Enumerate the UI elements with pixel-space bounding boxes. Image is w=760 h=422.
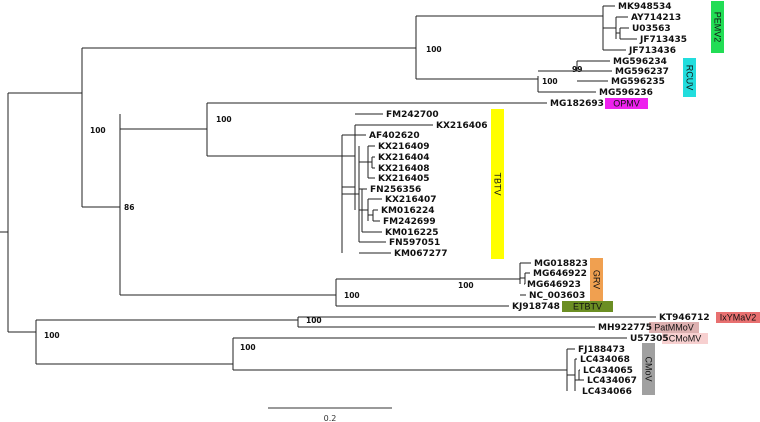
leaf-label: KX216406	[436, 121, 488, 131]
leaf-label: LC434065	[583, 366, 633, 376]
leaf-label: U57305	[630, 334, 669, 344]
leaf-label: FN597051	[389, 238, 440, 248]
bootstrap-value: 100	[542, 77, 558, 86]
clade-label: CMoMV	[669, 334, 702, 344]
leaf-label: MG596235	[611, 77, 665, 87]
clade-bar	[642, 343, 655, 395]
bootstrap-value: 99	[572, 65, 582, 74]
leaf-labels: MK948534AY714213U03563JF713435JF713436MG…	[369, 2, 710, 397]
tree-branches	[0, 5, 656, 391]
bootstrap-value: 100	[44, 331, 60, 340]
clade-label: TBTV	[493, 172, 503, 195]
clade-label: PEMV2	[713, 12, 723, 43]
leaf-label: KM016225	[385, 228, 439, 238]
clade-bar	[605, 98, 648, 109]
leaf-label: U03563	[632, 24, 671, 34]
leaf-label: AF402620	[369, 131, 420, 141]
clade-label: PatMMoV	[654, 323, 694, 333]
bootstrap-value: 100	[458, 281, 474, 290]
clade-label: IxYMaV2	[720, 313, 757, 323]
leaf-label: MG596237	[615, 67, 669, 77]
leaf-label: MG182693	[550, 99, 604, 109]
scale-bar-label: 0.2	[324, 414, 337, 422]
leaf-label: KX216405	[378, 174, 430, 184]
clade-bars: PEMV2RCUVOPMVTBTVGRVETBTVIxYMaV2PatMMoVC…	[491, 1, 760, 395]
leaf-label: KX216407	[385, 195, 437, 205]
leaf-label: MG596236	[599, 88, 653, 98]
leaf-label: JF713436	[628, 46, 676, 56]
leaf-label: JF713435	[639, 35, 687, 45]
leaf-label: FM242700	[386, 110, 439, 120]
leaf-label: LC434067	[587, 376, 637, 386]
bootstrap-value: 100	[344, 291, 360, 300]
clade-label: CMoV	[644, 356, 654, 381]
clade-label: ETBTV	[573, 302, 602, 312]
clade-bar	[662, 333, 708, 344]
leaf-label: LC434066	[582, 387, 632, 397]
leaf-label: FN256356	[370, 185, 421, 195]
bootstrap-value: 100	[240, 343, 256, 352]
clade-bar	[716, 312, 760, 323]
leaf-label: KX216404	[378, 153, 430, 163]
bootstrap-value: 100	[90, 126, 106, 135]
bootstrap-value: 86	[124, 203, 134, 212]
clade-bar	[590, 258, 603, 301]
leaf-label: LC434068	[580, 355, 630, 365]
clade-bar	[491, 109, 504, 259]
clade-label: OPMV	[613, 99, 640, 109]
leaf-label: KX216409	[378, 142, 430, 152]
bootstrap-value: 100	[426, 45, 442, 54]
clade-bar	[683, 58, 696, 97]
leaf-label: MG018823	[534, 259, 588, 269]
bootstrap-labels: 100 99 100 100 100 86 100 100 100 100 100	[44, 45, 582, 352]
leaf-label: MG646923	[527, 280, 581, 290]
clade-bar	[649, 322, 699, 333]
clade-label: GRV	[592, 270, 602, 289]
leaf-label: KM016224	[381, 206, 435, 216]
clade-bar	[711, 1, 724, 53]
leaf-label: MG596234	[613, 57, 667, 67]
leaf-label: KJ918748	[512, 302, 560, 312]
bootstrap-value: 100	[216, 115, 232, 124]
clade-label: RCUV	[685, 65, 695, 91]
leaf-label: KT946712	[659, 313, 710, 323]
leaf-label: MH922775	[598, 323, 652, 333]
clade-bar	[562, 301, 613, 312]
leaf-label: FJ188473	[578, 345, 625, 355]
leaf-label: KM067277	[394, 249, 448, 259]
leaf-label: KX216408	[378, 164, 430, 174]
leaf-label: MG646922	[533, 269, 587, 279]
leaf-label: NC_003603	[529, 291, 585, 301]
bootstrap-value: 100	[306, 316, 322, 325]
leaf-label: MK948534	[618, 2, 672, 12]
leaf-label: AY714213	[631, 13, 681, 23]
scale-bar: 0.2	[268, 407, 392, 422]
leaf-label: FM242699	[383, 217, 436, 227]
